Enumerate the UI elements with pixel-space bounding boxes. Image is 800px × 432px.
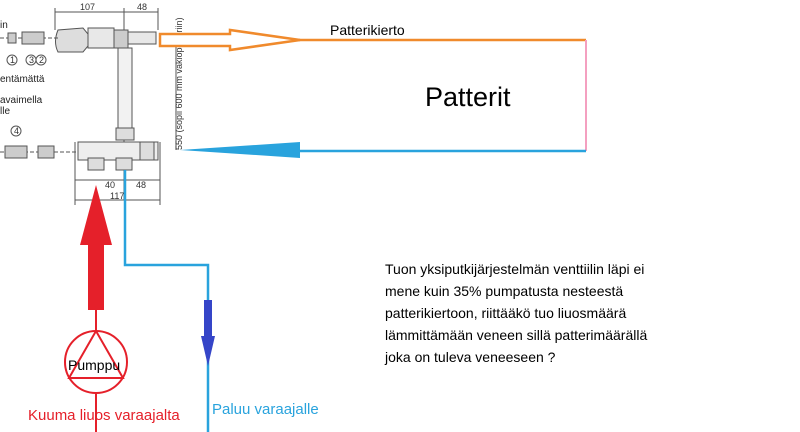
pump-label: Pumppu [68,357,120,373]
supply-arrow [80,185,112,310]
flow-label: Patterikierto [330,22,405,38]
dim-117: 117 [110,191,124,201]
part-3: 3 [29,55,34,65]
valve-drawing [0,8,177,205]
question-text: Tuon yksiputkijärjestelmän venttiilin lä… [384,261,647,365]
question-line: Tuon yksiputkijärjestelmän venttiilin lä… [385,261,644,277]
return-line [123,170,210,432]
part-2: 2 [39,55,44,65]
radiators-label: Patterit [425,82,511,112]
dim-40: 40 [105,180,115,190]
down-arrow [201,300,215,366]
dim-vertical: 550 (sopii 600 mm vakiopatteriin) [174,17,184,150]
flow-arrow [158,28,301,52]
question-line: joka on tuleva veneeseen ? [384,349,556,365]
question-line: lämmittämään veneen sillä patterimääräll… [385,327,647,343]
part-4: 4 [14,126,19,136]
side-text-4: lle [0,106,10,117]
dim-48-top: 48 [137,2,147,12]
hot-supply-label: Kuuma liuos varaajalta [28,407,180,424]
question-line: patterikiertoon, riittääkö tuo liuosmäär… [385,305,626,321]
side-text-3: avaimella [0,95,43,106]
dim-107: 107 [80,2,95,12]
question-line: mene kuin 35% pumpatusta nesteestä [385,283,623,299]
part-1: 1 [10,55,15,65]
pump-triangle [67,328,125,379]
side-text-1: in [0,20,8,31]
return-label: Paluu varaajalle [212,401,319,418]
side-text-2: entämättä [0,74,45,85]
dim-48-bottom: 48 [136,180,146,190]
return-arrow [180,142,300,158]
